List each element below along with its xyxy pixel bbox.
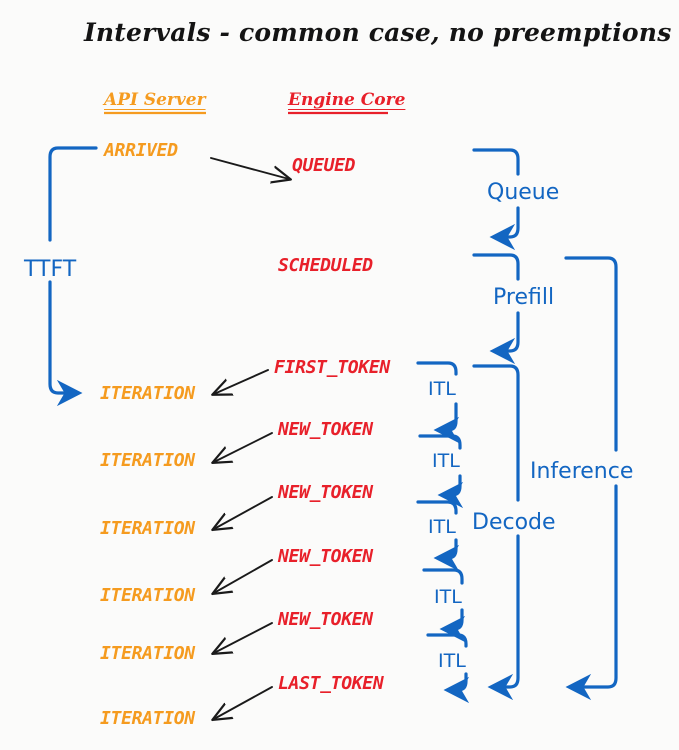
state-scheduled: SCHEDULED xyxy=(278,255,373,276)
state-arrived: ARRIVED xyxy=(104,140,178,161)
interval-label-itl-3: ITL xyxy=(428,516,456,538)
state-new-token-4: NEW_TOKEN xyxy=(278,609,373,630)
state-iteration-5: ITERATION xyxy=(100,643,195,664)
state-iteration-2: ITERATION xyxy=(100,450,195,471)
arrow-first-token-to-iteration xyxy=(214,369,269,394)
column-header-api-server: API Server xyxy=(104,90,206,110)
interval-label-ttft: TTFT xyxy=(24,257,77,282)
state-new-token-2: NEW_TOKEN xyxy=(278,482,373,503)
state-iteration-4: ITERATION xyxy=(100,585,195,606)
arrow-new-token-2-to-iteration xyxy=(214,496,273,529)
state-iteration-1: ITERATION xyxy=(100,383,195,404)
arrow-new-token-4-to-iteration xyxy=(214,622,273,653)
state-last-token: LAST_TOKEN xyxy=(278,673,384,694)
interval-label-queue: Queue xyxy=(487,180,560,205)
interval-label-itl-1: ITL xyxy=(428,378,456,400)
interval-label-itl-4: ITL xyxy=(434,586,462,608)
column-header-engine-core: Engine Core xyxy=(288,90,406,110)
state-new-token-3: NEW_TOKEN xyxy=(278,546,373,567)
interval-label-itl-5: ITL xyxy=(438,650,466,672)
interval-label-inference: Inference xyxy=(530,459,634,484)
state-new-token-1: NEW_TOKEN xyxy=(278,419,373,440)
state-iteration-6: ITERATION xyxy=(100,708,195,729)
interval-label-prefill: Prefill xyxy=(493,285,555,310)
page-title: Intervals - common case, no preemptions xyxy=(84,18,672,47)
state-iteration-3: ITERATION xyxy=(100,518,195,539)
state-first-token: FIRST_TOKEN xyxy=(274,357,390,378)
arrow-new-token-3-to-iteration xyxy=(214,559,273,593)
arrow-new-token-1-to-iteration xyxy=(214,432,273,462)
arrow-arrived-to-queued xyxy=(210,157,289,179)
arrow-last-token-to-iteration xyxy=(214,686,273,719)
interval-label-decode: Decode xyxy=(472,510,556,535)
state-queued: QUEUED xyxy=(292,155,356,176)
interval-label-itl-2: ITL xyxy=(432,450,460,472)
